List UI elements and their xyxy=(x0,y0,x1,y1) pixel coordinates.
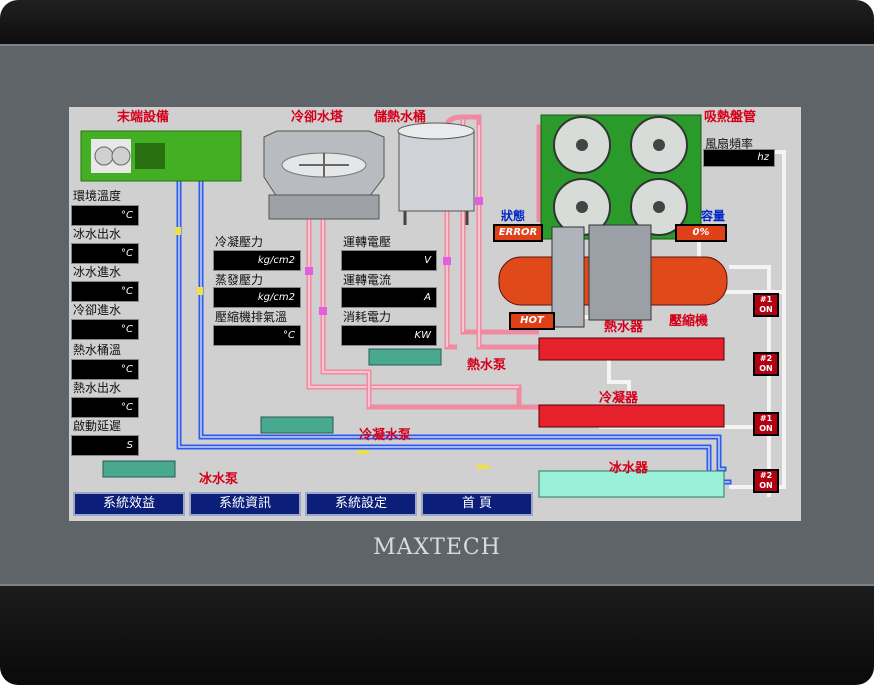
reading-label: 熱水出水 xyxy=(73,381,122,395)
nav-button-info[interactable]: 系統資訊 xyxy=(189,492,301,516)
cooling-tower-title: 冷卻水塔 xyxy=(291,110,344,125)
reading-display: °C xyxy=(71,319,139,340)
reading-display: V xyxy=(341,250,437,271)
reading-label: 熱水桶溫 xyxy=(73,343,122,357)
tank-title: 儲熱水桶 xyxy=(374,110,427,125)
bezel-top xyxy=(0,0,874,44)
condenser-title: 冷凝器 xyxy=(599,391,639,406)
reading-display: kg/cm2 xyxy=(213,250,301,271)
nav-button-benefit[interactable]: 系統效益 xyxy=(73,492,185,516)
reading-label: 壓縮機排氣溫 xyxy=(215,310,288,324)
reading-display: S xyxy=(71,435,139,456)
hot-badge: HOT xyxy=(509,312,555,330)
reading-label: 冰水進水 xyxy=(73,265,122,279)
cond-pump-title: 冷凝水泵 xyxy=(359,428,412,443)
reading-display: °C xyxy=(71,397,139,418)
reading-label: 冰水出水 xyxy=(73,227,122,241)
chiller-title: 冰水器 xyxy=(609,461,649,476)
reading-display: °C xyxy=(71,359,139,380)
nav-button-settings[interactable]: 系統設定 xyxy=(305,492,417,516)
status-label: 狀態 xyxy=(501,209,526,223)
capacity-badge: 0% xyxy=(675,224,727,242)
nav-button-home[interactable]: 首 頁 xyxy=(421,492,533,516)
reading-display: A xyxy=(341,287,437,308)
reading-display: °C xyxy=(71,243,139,264)
hmi-screen: 末端設備 冷卻水塔 儲熱水桶 吸熱盤管 壓縮機 熱水器 冷凝器 冰水器 熱水泵 … xyxy=(69,107,801,521)
hot-pump-title: 熱水泵 xyxy=(467,358,507,373)
bezel-bottom xyxy=(0,586,874,685)
reading-display: kg/cm2 xyxy=(213,287,301,308)
heat-coil-title: 吸熱盤管 xyxy=(704,110,757,125)
reading-label: 環境溫度 xyxy=(73,189,122,203)
reading-display: KW xyxy=(341,325,437,346)
reading-display: °C xyxy=(213,325,301,346)
ice-pump-title: 冰水泵 xyxy=(199,472,239,487)
reading-label: 冷卻進水 xyxy=(73,303,122,317)
reading-label: 運轉電壓 xyxy=(343,235,392,249)
fan-label: 風扇頻率 xyxy=(705,137,754,151)
capacity-label: 容量 xyxy=(701,209,726,223)
reading-label: 運轉電流 xyxy=(343,273,392,287)
reading-label: 蒸發壓力 xyxy=(215,273,264,287)
compressor-title: 壓縮機 xyxy=(669,314,709,329)
error-badge: ERROR xyxy=(493,224,543,242)
reading-label: 啟動延遲 xyxy=(73,419,122,433)
reading-display: °C xyxy=(71,205,139,226)
reading-display: °C xyxy=(71,281,139,302)
reading-label: 消耗電力 xyxy=(343,310,392,324)
fan-display: hz xyxy=(703,149,775,167)
terminal-title: 末端設備 xyxy=(117,110,170,125)
reading-label: 冷凝壓力 xyxy=(215,235,264,249)
piping-diagram xyxy=(80,114,786,498)
brand-logo: MAXTECH xyxy=(373,535,501,560)
heater-title: 熱水器 xyxy=(604,320,644,335)
